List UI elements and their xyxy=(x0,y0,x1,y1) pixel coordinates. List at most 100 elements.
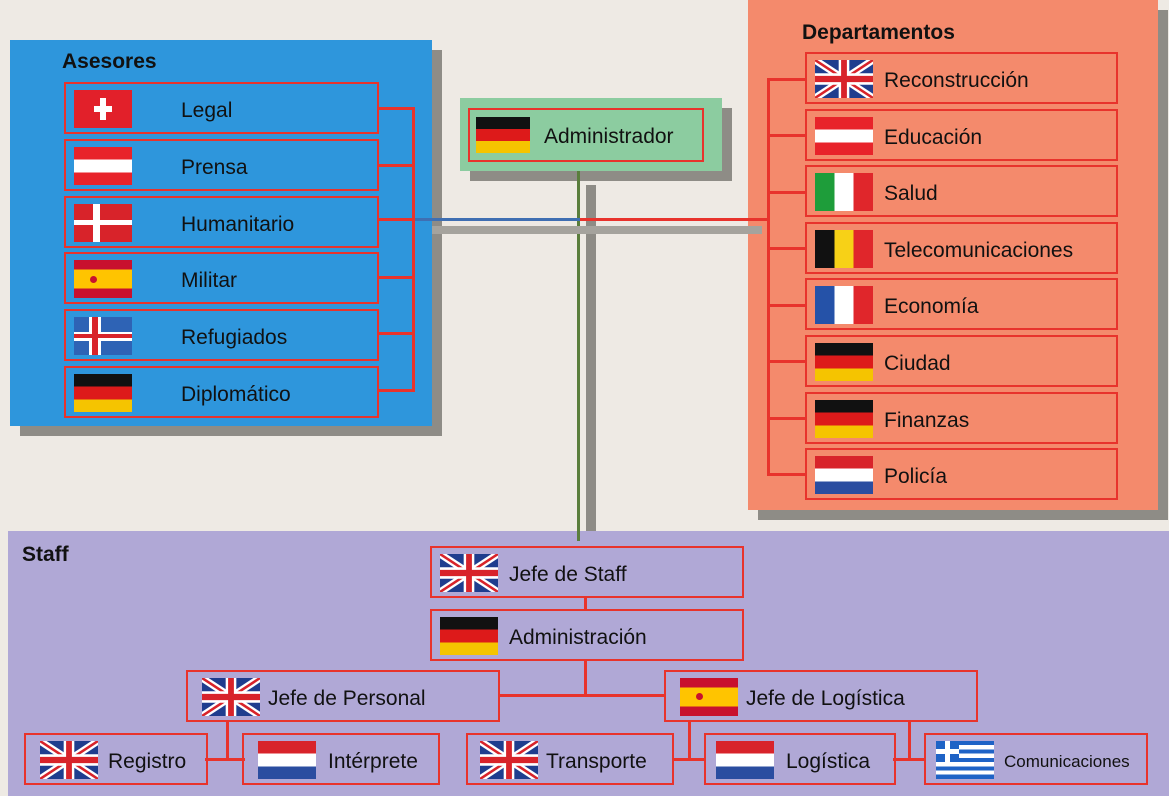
department-item-7: Policía xyxy=(805,448,1118,501)
austria-flag-icon xyxy=(815,116,873,155)
staff-logistics-chief: Jefe de Logística xyxy=(664,670,978,722)
staff-registry: Registro xyxy=(24,733,208,785)
advisor-item-4: Refugiados xyxy=(64,309,379,362)
advisors-bracket-tick xyxy=(378,107,414,110)
advisor-item-4-label: Refugiados xyxy=(181,326,288,350)
netherlands-flag-icon xyxy=(815,456,873,495)
staff-registry-label: Registro xyxy=(108,750,187,773)
united-kingdom-flag-icon xyxy=(815,60,873,98)
staff-personnel-chief: Jefe de Personal xyxy=(186,670,500,722)
advisors-bracket-tick xyxy=(378,218,414,221)
advisor-item-3: Militar xyxy=(64,252,379,305)
advisor-item-5-label: Diplomático xyxy=(181,383,291,406)
germany-flag-icon xyxy=(815,343,873,381)
staff-logistics-bar-right xyxy=(893,758,925,761)
connector-trunk-shadow xyxy=(586,185,596,531)
advisor-item-0: Legal xyxy=(64,82,379,134)
connector-advisors-link xyxy=(415,218,580,221)
department-item-2-label: Salud xyxy=(884,182,938,206)
connector-link-shadow xyxy=(432,226,762,234)
germany-flag-icon xyxy=(74,374,132,412)
greece-flag-icon xyxy=(936,741,994,779)
staff-transport-label: Transporte xyxy=(546,750,647,773)
departments-bracket-tick xyxy=(767,78,805,81)
netherlands-flag-icon xyxy=(716,741,774,779)
department-item-5: Ciudad xyxy=(805,335,1118,387)
france-flag-icon xyxy=(815,286,873,325)
advisors-bracket-vertical xyxy=(412,107,415,392)
department-item-5-label: Ciudad xyxy=(884,352,951,375)
departments-bracket-tick xyxy=(767,191,805,194)
staff-administration-label: Administración xyxy=(509,626,647,649)
connector-departments-link xyxy=(580,218,769,221)
departments-bracket-tick xyxy=(767,473,805,476)
advisors-bracket-tick xyxy=(378,164,414,167)
staff-personnel-chief-label: Jefe de Personal xyxy=(268,687,426,710)
staff-interpreter: Intérprete xyxy=(242,733,440,785)
staff-logistics: Logística xyxy=(704,733,896,785)
department-item-4-label: Economía xyxy=(884,295,979,319)
united-kingdom-flag-icon xyxy=(40,741,98,779)
advisor-item-3-label: Militar xyxy=(181,269,237,293)
advisor-item-5: Diplomático xyxy=(64,366,379,418)
germany-flag-icon xyxy=(440,617,498,655)
departments-bracket-tick xyxy=(767,304,805,307)
staff-transport: Transporte xyxy=(466,733,674,785)
staff-logistics-drop-right xyxy=(908,720,911,760)
germany-flag-icon xyxy=(476,117,530,153)
department-item-1: Educación xyxy=(805,108,1118,161)
staff-chief-to-admin xyxy=(584,596,587,610)
staff-communications: Comunicaciones xyxy=(924,733,1148,785)
staff-chief: Jefe de Staff xyxy=(430,546,744,598)
united-kingdom-flag-icon xyxy=(202,678,260,716)
advisors-title: Asesores xyxy=(62,50,157,73)
staff-admin-to-branches xyxy=(584,659,587,695)
staff-communications-label: Comunicaciones xyxy=(1004,752,1130,771)
staff-logistics-drop-left xyxy=(688,720,691,760)
departments-bracket-tick xyxy=(767,360,805,363)
department-item-1-label: Educación xyxy=(884,125,983,149)
staff-logistics-label: Logística xyxy=(786,750,871,773)
staff-personnel-bar xyxy=(205,758,245,761)
department-item-4: Economía xyxy=(805,278,1118,331)
iceland-flag-icon xyxy=(74,317,132,356)
connector-trunk xyxy=(577,171,580,541)
belgium-flag-icon xyxy=(815,229,873,268)
department-item-7-label: Policía xyxy=(884,465,948,489)
staff-branch-bar xyxy=(498,694,664,697)
staff-administration: Administración xyxy=(430,609,744,661)
advisor-item-1: Prensa xyxy=(64,138,379,191)
staff-title: Staff xyxy=(22,543,69,566)
departments-bracket-tick xyxy=(767,247,805,250)
germany-flag-icon xyxy=(815,399,873,438)
administrator-label: Administrador xyxy=(544,125,674,148)
staff-interpreter-label: Intérprete xyxy=(328,750,418,773)
department-item-0-label: Reconstrucción xyxy=(884,69,1029,92)
departments-bracket-tick xyxy=(767,417,805,420)
advisor-item-2-label: Humanitario xyxy=(181,212,295,236)
staff-logistics-bar-left xyxy=(672,758,706,761)
denmark-flag-icon xyxy=(74,203,132,242)
advisor-item-2: Humanitario xyxy=(64,195,379,248)
department-item-2: Salud xyxy=(805,165,1118,218)
advisor-item-0-label: Legal xyxy=(181,99,233,122)
netherlands-flag-icon xyxy=(258,741,316,779)
united-kingdom-flag-icon xyxy=(480,741,538,779)
spain-flag-icon xyxy=(74,260,132,299)
austria-flag-icon xyxy=(74,146,132,185)
departments-bracket-tick xyxy=(767,134,805,137)
advisors-bracket-tick xyxy=(378,276,414,279)
staff-chief-label: Jefe de Staff xyxy=(509,563,627,586)
department-item-0: Reconstrucción xyxy=(805,52,1118,104)
departments-title: Departamentos xyxy=(802,21,955,44)
switzerland-flag-icon xyxy=(74,90,132,128)
department-item-3: Telecomunicaciones xyxy=(805,221,1118,274)
advisors-bracket-tick xyxy=(378,389,414,392)
staff-logistics-chief-label: Jefe de Logística xyxy=(746,687,905,710)
staff-personnel-drop xyxy=(226,720,229,760)
advisor-item-1-label: Prensa xyxy=(181,155,248,179)
italy-flag-icon xyxy=(815,173,873,212)
department-item-6-label: Finanzas xyxy=(884,408,970,432)
department-item-6: Finanzas xyxy=(805,391,1118,444)
united-kingdom-flag-icon xyxy=(440,554,498,592)
